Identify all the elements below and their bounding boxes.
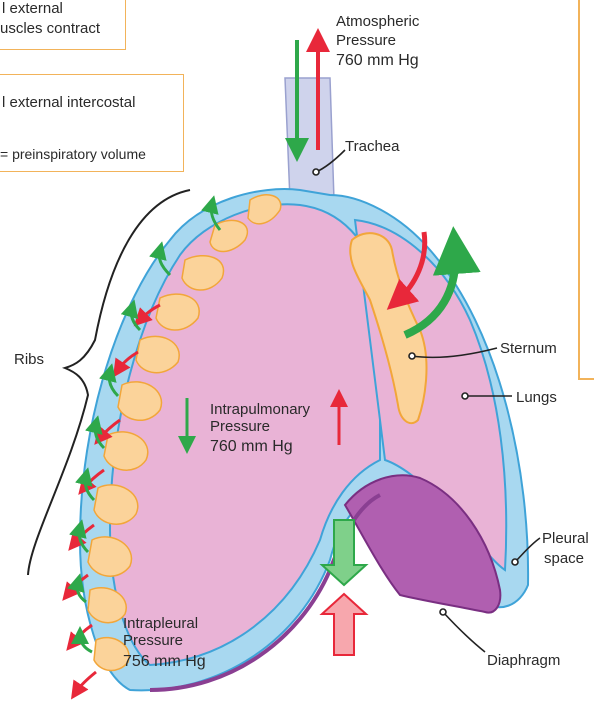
diaphragm-label: Diaphragm (487, 652, 560, 669)
rib (136, 336, 179, 372)
trachea (285, 78, 334, 200)
lungs-label: Lungs (516, 389, 557, 406)
pleural-label-1: Pleural (542, 530, 589, 547)
intrapulmonary-label-3: 760 mm Hg (210, 438, 293, 455)
intrapleural-label-3: 756 mm Hg (123, 653, 206, 670)
pleural-label-2: space (544, 550, 584, 567)
trachea-label: Trachea (345, 138, 400, 155)
ribs-label: Ribs (14, 351, 44, 368)
intrapleural-label-2: Pressure (123, 632, 183, 649)
intrapulmonary-label-1: Intrapulmonary (210, 401, 311, 418)
atmospheric-label-3: 760 mm Hg (336, 52, 419, 69)
intrapleural-label-1: Intrapleural (123, 615, 198, 632)
sternum-label: Sternum (500, 340, 557, 357)
intrapulmonary-label-2: Pressure (210, 418, 270, 435)
rib-arrow-red (76, 672, 96, 692)
rib-arrow-green (80, 635, 92, 652)
atmospheric-label-1: Atmospheric (336, 13, 420, 30)
atmospheric-label-2: Pressure (336, 32, 396, 49)
diaphragm-red-arrow (322, 594, 366, 655)
